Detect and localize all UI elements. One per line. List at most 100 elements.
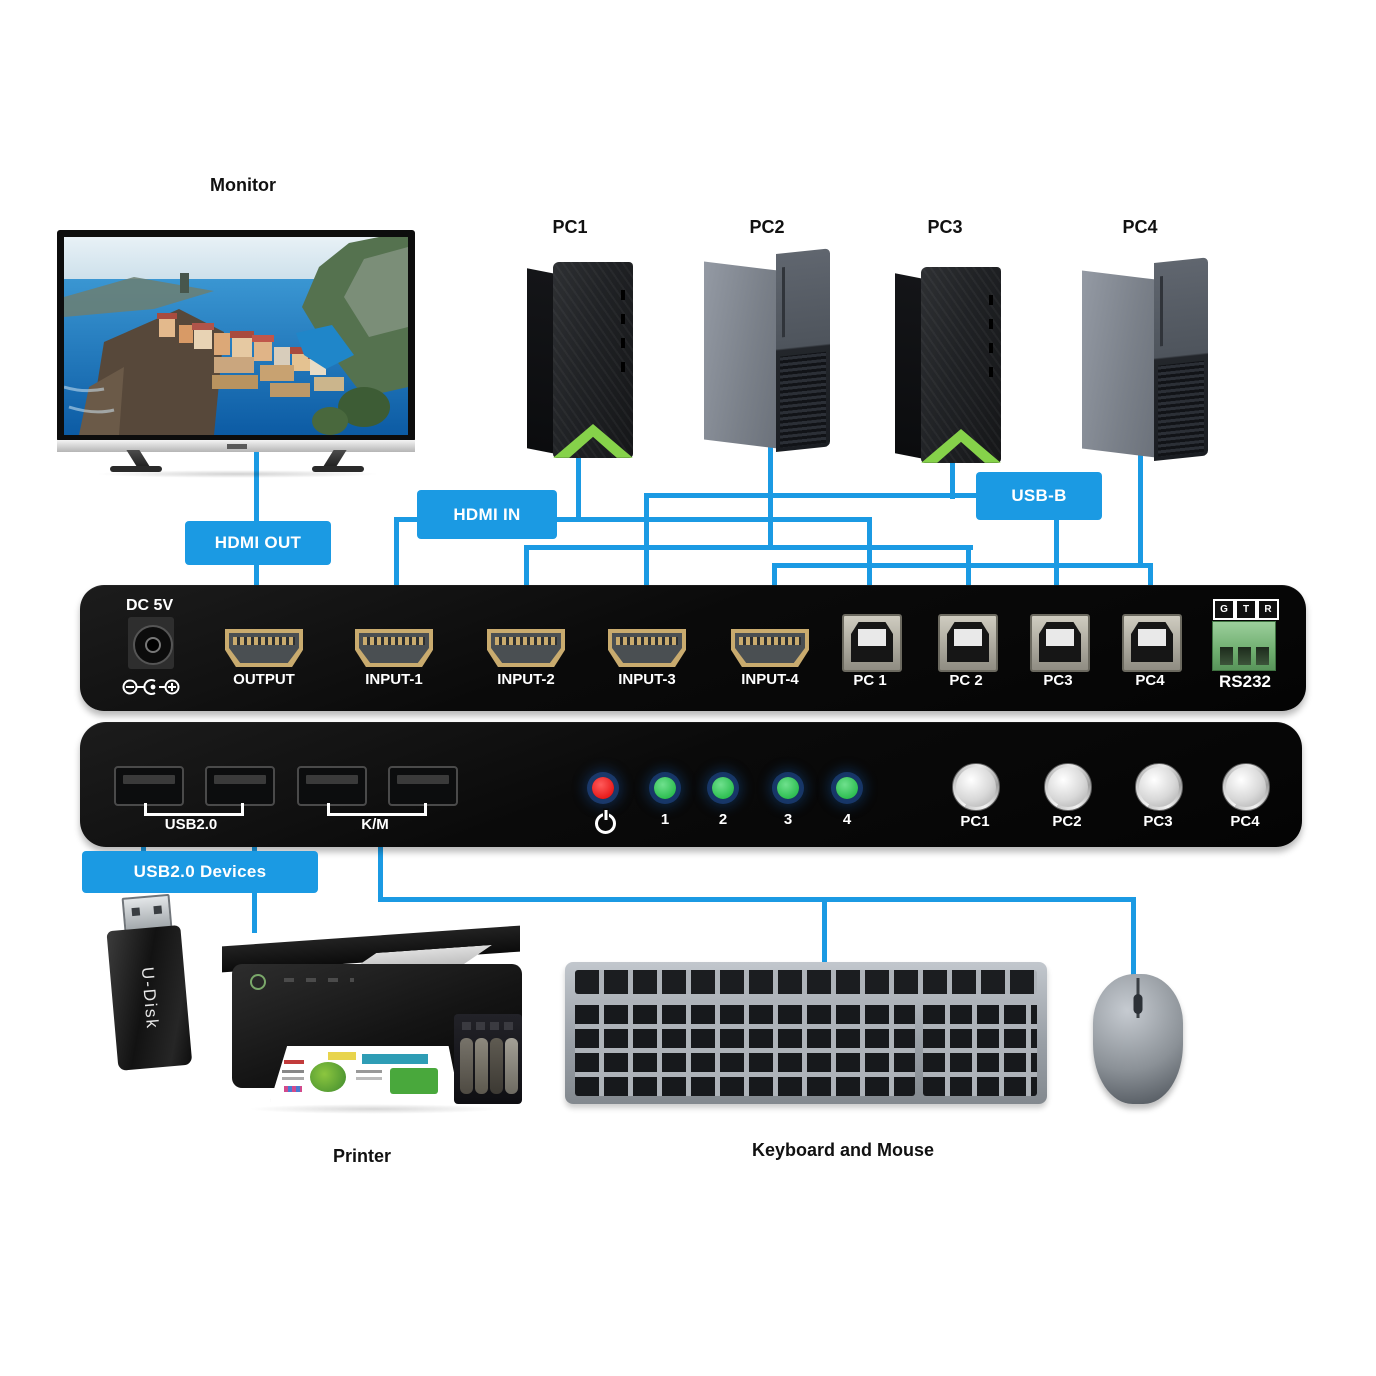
line-pc1-drop [576, 448, 581, 522]
line-km-bus [378, 897, 1136, 902]
power-icon [595, 813, 616, 834]
line-to-usb-pc2 [966, 545, 971, 592]
usb-b-pc3-port [1030, 614, 1090, 672]
hdmi-input4-port [731, 629, 809, 667]
line-to-printer [252, 891, 257, 933]
u-disk-body: U-Disk [106, 924, 193, 1071]
dc-polarity-icon [122, 679, 180, 695]
led-3-label: 3 [783, 811, 793, 828]
u-disk-text: U-Disk [137, 965, 163, 1031]
u-disk-image: U-Disk [96, 892, 201, 1071]
select-button-pc1[interactable] [952, 763, 1000, 811]
rs232-terminal [1212, 621, 1276, 671]
led-4 [836, 777, 858, 799]
line-to-keyboard [822, 897, 827, 975]
printer-ink-tanks [454, 1014, 522, 1104]
output-label: OUTPUT [233, 671, 295, 688]
line-to-usb-pc1 [867, 517, 872, 592]
pc1-side [527, 268, 555, 454]
line-to-usb-pc4 [1148, 563, 1153, 592]
input1-label: INPUT-1 [365, 671, 423, 688]
printer-label: Printer [332, 1146, 392, 1166]
monitor-foot-right [312, 466, 364, 472]
usb20-devices-tag: USB2.0 Devices [82, 851, 318, 893]
usb-b-tag: USB-B [976, 472, 1102, 520]
usb-b-pc2-port [938, 614, 998, 672]
led-3 [777, 777, 799, 799]
monitor-foot-left [110, 466, 162, 472]
usb-b-pc4-port [1122, 614, 1182, 672]
keyboard-numpad [923, 1000, 1037, 1096]
pc1-ports [621, 290, 625, 380]
rs232-pin-g: G [1213, 599, 1235, 620]
line-pc2-bus [524, 545, 973, 550]
pc2-front [776, 248, 830, 452]
monitor-label: Monitor [210, 175, 276, 195]
hdmi-out-tag: HDMI OUT [185, 521, 331, 565]
select-button-pc4[interactable] [1222, 763, 1270, 811]
printer-shadow [248, 1104, 500, 1114]
hdmi-output-port [225, 629, 303, 667]
button-pc2-label: PC2 [1052, 813, 1082, 830]
printer-power-button [250, 974, 266, 990]
hdmi-input3-port [608, 629, 686, 667]
line-monitor-to-output [254, 448, 259, 588]
hdmi-input2-port [487, 629, 565, 667]
hdmi-in-tag: HDMI IN [417, 490, 557, 539]
keyboard-mouse-label: Keyboard and Mouse [751, 1140, 935, 1160]
usb-pc3-label: PC3 [1043, 672, 1073, 689]
pc2-side [704, 261, 778, 449]
pc4-side [1082, 270, 1156, 458]
button-pc1-label: PC1 [960, 813, 990, 830]
km-port-1 [297, 766, 367, 806]
led-2-label: 2 [718, 811, 728, 828]
pc1-label: PC1 [552, 217, 588, 237]
line-to-mouse [1131, 897, 1136, 1007]
usb-b-pc1-port [842, 614, 902, 672]
usb-pc4-label: PC4 [1135, 672, 1165, 689]
button-pc4-label: PC4 [1230, 813, 1260, 830]
line-to-input3 [644, 493, 649, 592]
button-pc3-label: PC3 [1143, 813, 1173, 830]
printer-control-dashes [284, 978, 354, 982]
usb2-group-label: USB2.0 [164, 816, 218, 833]
select-button-pc3[interactable] [1135, 763, 1183, 811]
led-4-label: 4 [842, 811, 852, 828]
pc3-side [895, 273, 923, 459]
printer-image [222, 925, 524, 1120]
led-2 [712, 777, 734, 799]
usb2-port-1 [114, 766, 184, 806]
monitor-shadow [95, 470, 380, 478]
rs232-label: RS232 [1219, 672, 1271, 691]
pc4-tower-image [1082, 257, 1208, 461]
select-button-pc2[interactable] [1044, 763, 1092, 811]
line-to-input4 [772, 563, 777, 592]
pc3-tower-image [895, 267, 1001, 463]
pc1-tower-image [527, 262, 633, 458]
kvm-front-panel: USB2.0 K/M 1 2 3 4 PC1 PC2 PC3 PC4 [80, 722, 1302, 847]
kvm-back-panel: DC 5V OUTPUT INPUT-1 INPUT-2 INPUT-3 INP… [80, 585, 1306, 711]
line-km-drop [378, 840, 383, 902]
line-usb-port2-drop [252, 840, 257, 854]
line-pc4-drop [1138, 450, 1143, 568]
line-to-input2 [524, 545, 529, 592]
keyboard-main-keys [575, 1000, 915, 1096]
km-group-bracket [327, 803, 427, 816]
line-pc4-bus [772, 563, 1153, 568]
usb2-port-2 [205, 766, 275, 806]
dc-5v-label: DC 5V [126, 597, 174, 614]
power-led [592, 777, 614, 799]
monitor-screen-image [64, 237, 408, 435]
monitor-logo-notch [227, 444, 247, 449]
led-1-label: 1 [660, 811, 670, 828]
usb-pc1-label: PC 1 [853, 672, 887, 689]
dc-jack-pin [145, 637, 161, 653]
line-to-input1 [394, 517, 399, 592]
mouse-scroll-wheel [1133, 994, 1143, 1014]
pc3-label: PC3 [927, 217, 963, 237]
dc-jack [128, 617, 174, 669]
km-port-2 [388, 766, 458, 806]
pc4-front [1154, 257, 1208, 461]
rs232-pin-t: T [1235, 599, 1257, 620]
